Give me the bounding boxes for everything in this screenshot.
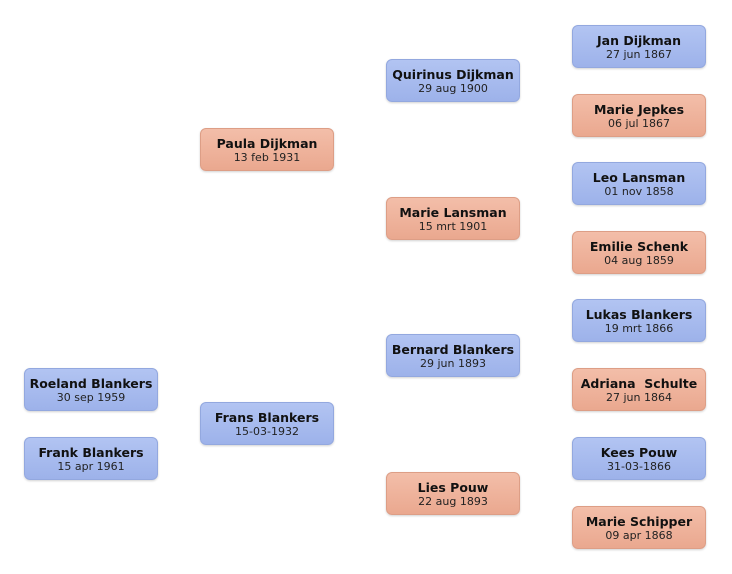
person-frans-blankers[interactable]: Frans Blankers 15-03-1932 <box>200 402 334 445</box>
person-name: Jan Dijkman <box>597 33 681 48</box>
person-kees-pouw[interactable]: Kees Pouw 31-03-1866 <box>572 437 706 480</box>
person-frank-blankers[interactable]: Frank Blankers 15 apr 1961 <box>24 437 158 480</box>
person-roeland-blankers[interactable]: Roeland Blankers 30 sep 1959 <box>24 368 158 411</box>
person-name: Roeland Blankers <box>29 376 153 391</box>
person-date: 01 nov 1858 <box>604 185 674 198</box>
person-name: Marie Schipper <box>585 514 693 529</box>
person-date: 22 aug 1893 <box>418 495 488 508</box>
person-lies-pouw[interactable]: Lies Pouw 22 aug 1893 <box>386 472 520 515</box>
person-adriana-schulte[interactable]: Adriana Schulte 27 jun 1864 <box>572 368 706 411</box>
person-name: Quirinus Dijkman <box>392 67 514 82</box>
person-date: 15 mrt 1901 <box>418 220 488 233</box>
person-marie-lansman[interactable]: Marie Lansman 15 mrt 1901 <box>386 197 520 240</box>
person-marie-jepkes[interactable]: Marie Jepkes 06 jul 1867 <box>572 94 706 137</box>
person-date: 04 aug 1859 <box>604 254 674 267</box>
person-name: Marie Jepkes <box>593 102 685 117</box>
person-date: 15 apr 1961 <box>57 460 125 473</box>
person-jan-dijkman[interactable]: Jan Dijkman 27 jun 1867 <box>572 25 706 68</box>
person-name: Adriana Schulte <box>580 376 698 391</box>
person-bernard-blankers[interactable]: Bernard Blankers 29 jun 1893 <box>386 334 520 377</box>
person-date: 27 jun 1867 <box>606 48 672 61</box>
person-date: 29 aug 1900 <box>418 82 488 95</box>
person-date: 06 jul 1867 <box>607 117 671 130</box>
person-quirinus-dijkman[interactable]: Quirinus Dijkman 29 aug 1900 <box>386 59 520 102</box>
person-name: Frans Blankers <box>214 410 320 425</box>
person-name: Lukas Blankers <box>585 307 693 322</box>
person-name: Lies Pouw <box>417 480 489 495</box>
person-date: 29 jun 1893 <box>420 357 486 370</box>
person-date: 15-03-1932 <box>235 425 299 438</box>
person-leo-lansman[interactable]: Leo Lansman 01 nov 1858 <box>572 162 706 205</box>
person-emilie-schenk[interactable]: Emilie Schenk 04 aug 1859 <box>572 231 706 274</box>
person-name: Bernard Blankers <box>391 342 515 357</box>
person-marie-schipper[interactable]: Marie Schipper 09 apr 1868 <box>572 506 706 549</box>
person-date: 19 mrt 1866 <box>604 322 674 335</box>
person-date: 31-03-1866 <box>607 460 671 473</box>
person-date: 13 feb 1931 <box>233 151 301 164</box>
person-paula-dijkman[interactable]: Paula Dijkman 13 feb 1931 <box>200 128 334 171</box>
person-date: 27 jun 1864 <box>606 391 672 404</box>
person-name: Emilie Schenk <box>589 239 689 254</box>
person-name: Marie Lansman <box>399 205 507 220</box>
person-name: Kees Pouw <box>600 445 678 460</box>
person-lukas-blankers[interactable]: Lukas Blankers 19 mrt 1866 <box>572 299 706 342</box>
person-name: Frank Blankers <box>38 445 144 460</box>
person-name: Leo Lansman <box>592 170 686 185</box>
person-date: 30 sep 1959 <box>56 391 126 404</box>
person-name: Paula Dijkman <box>216 136 318 151</box>
person-date: 09 apr 1868 <box>605 529 673 542</box>
